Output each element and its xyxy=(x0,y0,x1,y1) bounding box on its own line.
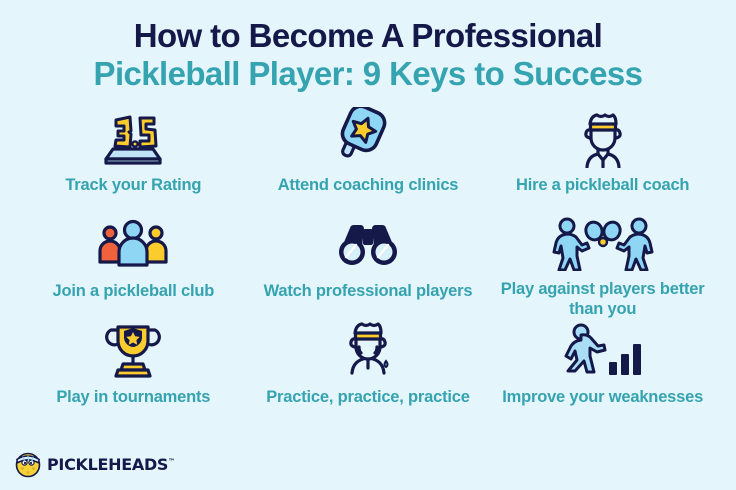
key-item-label: Watch professional players xyxy=(263,282,473,301)
key-item-attend-coaching-clinics: Attend coaching clinics xyxy=(251,107,486,213)
page-title: How to Become A Professional Pickleball … xyxy=(0,0,736,91)
key-item-label: Join a pickleball club xyxy=(52,282,215,301)
key-item-track-your-rating: Track your Rating xyxy=(16,107,251,213)
key-item-label: Track your Rating xyxy=(65,176,202,195)
keys-grid: Track your Rating Attend coaching clinic… xyxy=(0,107,736,425)
title-line-1: How to Become A Professional xyxy=(133,17,603,54)
people-group-icon xyxy=(97,213,169,275)
key-item-hire-a-pickleball-coach: Hire a pickleball coach xyxy=(485,107,720,213)
runner-bar-chart-icon xyxy=(561,319,645,381)
key-item-join-a-pickleball-club: Join a pickleball club xyxy=(16,213,251,319)
key-item-label: Play against players better than you xyxy=(500,280,705,319)
key-item-label: Play in tournaments xyxy=(56,388,211,407)
trademark-symbol: ™ xyxy=(168,457,175,466)
trophy-icon xyxy=(103,319,163,381)
key-item-improve-your-weaknesses: Improve your weaknesses xyxy=(485,319,720,425)
pickleheads-logo[interactable]: PICKLEHEADS™ xyxy=(14,450,175,478)
title-line-2: Pickleball Player: 9 Keys to Success xyxy=(93,54,644,92)
coach-person-icon xyxy=(572,107,634,169)
key-item-practice: Practice, practice, practice xyxy=(251,319,486,425)
key-item-label: Hire a pickleball coach xyxy=(516,176,690,195)
sweating-player-icon xyxy=(337,319,399,381)
pickleheads-ball-mascot-icon xyxy=(15,452,41,478)
key-item-play-against-better-players: Play against players better than you xyxy=(485,213,720,319)
key-item-label: Attend coaching clinics xyxy=(277,176,459,195)
two-players-icon xyxy=(547,213,659,273)
pickleheads-logo-text: PICKLEHEADS™ xyxy=(47,454,175,474)
key-item-label: Improve your weaknesses xyxy=(502,388,704,407)
rating-3-5-icon xyxy=(98,107,168,169)
key-item-watch-professional-players: Watch professional players xyxy=(251,213,486,319)
key-item-label: Practice, practice, practice xyxy=(266,388,470,407)
binoculars-icon xyxy=(334,213,402,275)
key-item-play-in-tournaments: Play in tournaments xyxy=(16,319,251,425)
paddle-star-icon xyxy=(336,107,400,169)
